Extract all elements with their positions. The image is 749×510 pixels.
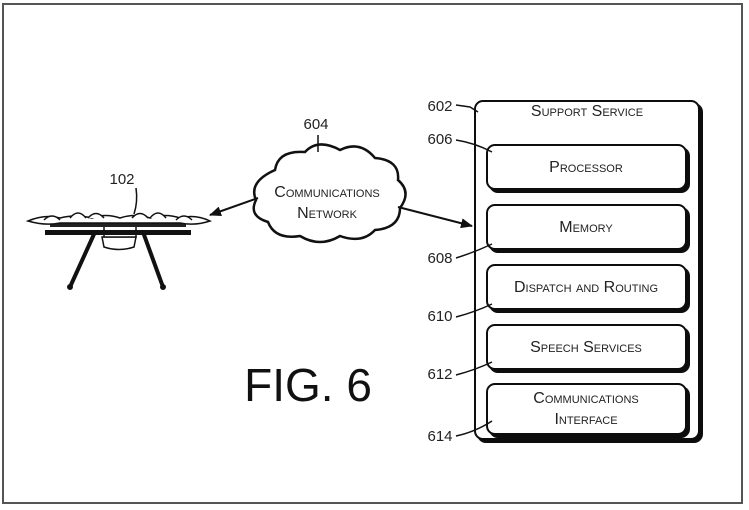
component-box (486, 144, 687, 190)
component-box (486, 383, 687, 435)
arrow-to-support-service (397, 206, 473, 229)
component-box (486, 324, 687, 370)
component-box (486, 264, 687, 310)
component-box (486, 204, 687, 250)
network-title-line2: Network (297, 205, 357, 222)
support-service-lead-line (455, 104, 479, 113)
support-service-ref: 602 (427, 98, 452, 115)
component-title-line2: Interface (554, 411, 617, 428)
component-ref-label: 608 (427, 250, 452, 267)
cloud-icon (252, 143, 407, 244)
component-ref-label: 610 (427, 308, 452, 325)
component-title: Speech Services (530, 339, 642, 356)
component-ref-label: 606 (427, 131, 452, 148)
component-lead-line (455, 243, 493, 259)
component-lead-line (455, 361, 493, 376)
drone-ref-label: 102 (109, 171, 134, 188)
drone-icon (25, 187, 213, 290)
component-lead-line (455, 139, 493, 153)
component-title: Memory (559, 219, 613, 236)
component-title: Dispatch and Routing (514, 279, 658, 296)
component-lead-line (455, 303, 493, 318)
arrow-to-drone (209, 197, 259, 217)
component-title-line1: Communications (533, 390, 638, 407)
component-ref-label: 612 (427, 366, 452, 383)
network-ref-label: 604 (303, 116, 328, 133)
component-title: Processor (549, 159, 623, 176)
figure-label: FIG. 6 (244, 359, 372, 411)
component-ref-label: 614 (427, 428, 452, 445)
support-service-title: Support Service (531, 103, 643, 120)
component-lead-line (455, 420, 493, 437)
network-title-line1: Communications (274, 184, 379, 201)
